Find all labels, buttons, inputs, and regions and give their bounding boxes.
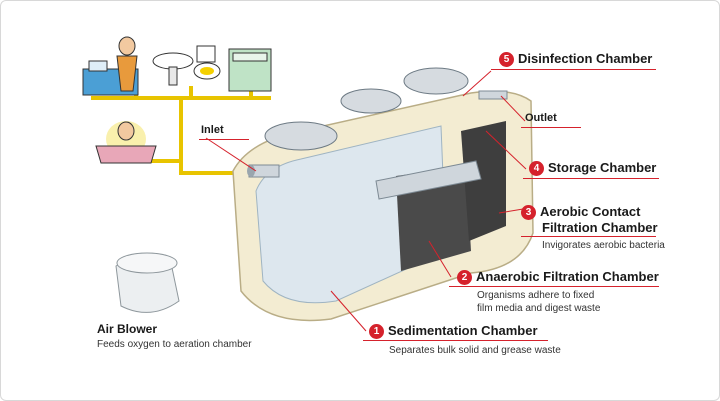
chamber-4-badge: 4 — [529, 161, 544, 176]
chamber-3-title-line2: Filtration Chamber — [542, 220, 658, 235]
chamber-3-desc: Invigorates aerobic bacteria — [542, 240, 665, 251]
inlet-rule — [199, 139, 249, 140]
chamber-3-rule — [521, 236, 656, 237]
outlet-rule — [521, 127, 581, 128]
manhole-covers — [264, 67, 469, 151]
inlet-pipe — [247, 164, 280, 178]
air-blower-desc: Feeds oxygen to aeration chamber — [97, 339, 252, 350]
inlet-label: Inlet — [201, 124, 224, 136]
chamber-5-rule — [491, 69, 656, 70]
leader-lines — [205, 70, 527, 332]
chamber-1-rule — [363, 340, 548, 341]
chamber-2-desc-line2: film media and digest waste — [477, 303, 601, 314]
chamber-3-badge: 3 — [521, 205, 536, 220]
air-blower-icon — [115, 252, 180, 313]
kitchen-icon — [82, 36, 139, 96]
chamber-4-rule — [523, 178, 659, 179]
outlet-label: Outlet — [525, 112, 557, 124]
chamber-1-desc: Separates bulk solid and grease waste — [389, 345, 561, 356]
air-blower-title: Air Blower — [97, 322, 158, 336]
chamber-2-rule — [449, 286, 659, 287]
chamber-2-desc-line1: Organisms adhere to fixed — [477, 290, 595, 301]
chamber-1-badge: 1 — [369, 324, 384, 339]
chamber-5-badge: 5 — [499, 52, 514, 67]
washbasin-icon — [152, 52, 194, 86]
toilet-icon — [193, 45, 221, 80]
chamber-2-badge: 2 — [457, 270, 472, 285]
bathtub-icon — [95, 121, 157, 164]
outlet-pipe — [478, 90, 508, 100]
washing-machine-icon — [228, 48, 272, 92]
